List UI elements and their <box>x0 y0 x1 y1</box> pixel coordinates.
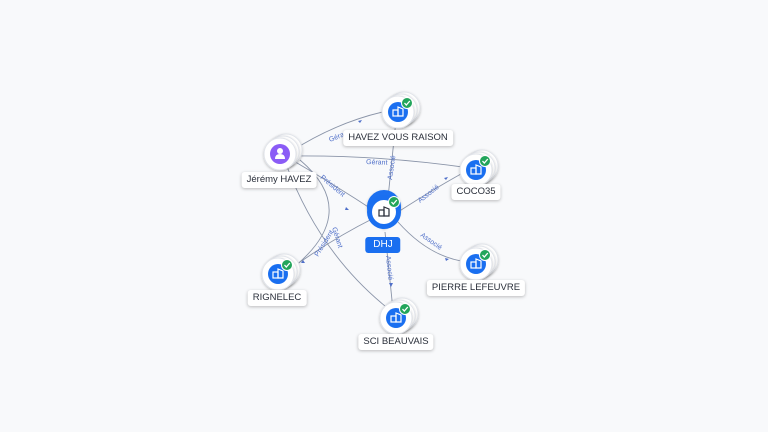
edge-label-dhj-sci: Associé <box>384 255 394 280</box>
edge-person-coco <box>291 155 471 169</box>
arrow-icon <box>358 120 362 123</box>
edge-label-person-coco: Gérant <box>366 159 388 167</box>
company-node-rignelec[interactable] <box>261 253 301 291</box>
verified-icon <box>401 97 413 109</box>
person-icon <box>275 148 285 159</box>
person-label[interactable]: Jérémy HAVEZ <box>241 172 317 188</box>
edge-label-dhj-havez: Associé <box>387 155 397 180</box>
company-node-pierre-lefeuvre[interactable] <box>459 243 499 281</box>
edge-label-dhj-pierre: Associé <box>419 232 443 252</box>
arrow-icon <box>445 258 449 261</box>
edge-label-dhj-coco: Associé <box>417 184 441 205</box>
verified-icon <box>388 196 400 208</box>
verified-icon <box>479 155 491 167</box>
building-icon <box>378 206 390 217</box>
person-node[interactable] <box>263 133 303 171</box>
building-icon <box>390 312 402 323</box>
verified-icon <box>281 259 293 271</box>
company-label-rignelec[interactable]: RIGNELEC <box>247 290 307 306</box>
company-label-coco35[interactable]: COCO35 <box>451 184 501 200</box>
verified-icon <box>399 303 411 315</box>
company-label-havez-vous-raison[interactable]: HAVEZ VOUS RAISON <box>343 130 453 146</box>
company-label-sci-beauvais[interactable]: SCI BEAUVAIS <box>358 334 434 350</box>
company-node-coco35[interactable] <box>459 149 499 187</box>
arrow-icon <box>444 177 448 180</box>
arrow-icon <box>301 260 305 263</box>
center-label[interactable]: DHJ <box>365 237 401 253</box>
building-icon <box>392 106 404 117</box>
arrow-icon <box>389 283 393 287</box>
company-label-pierre-lefeuvre[interactable]: PIERRE LEFEUVRE <box>426 280 526 296</box>
company-node-havez-vous-raison[interactable] <box>381 91 421 129</box>
building-icon <box>272 268 284 279</box>
arrow-icon <box>345 207 349 210</box>
verified-icon <box>479 249 491 261</box>
building-icon <box>470 164 482 175</box>
building-icon <box>470 258 482 269</box>
center-node-dhj[interactable] <box>367 190 401 229</box>
company-node-sci-beauvais[interactable] <box>379 297 419 335</box>
